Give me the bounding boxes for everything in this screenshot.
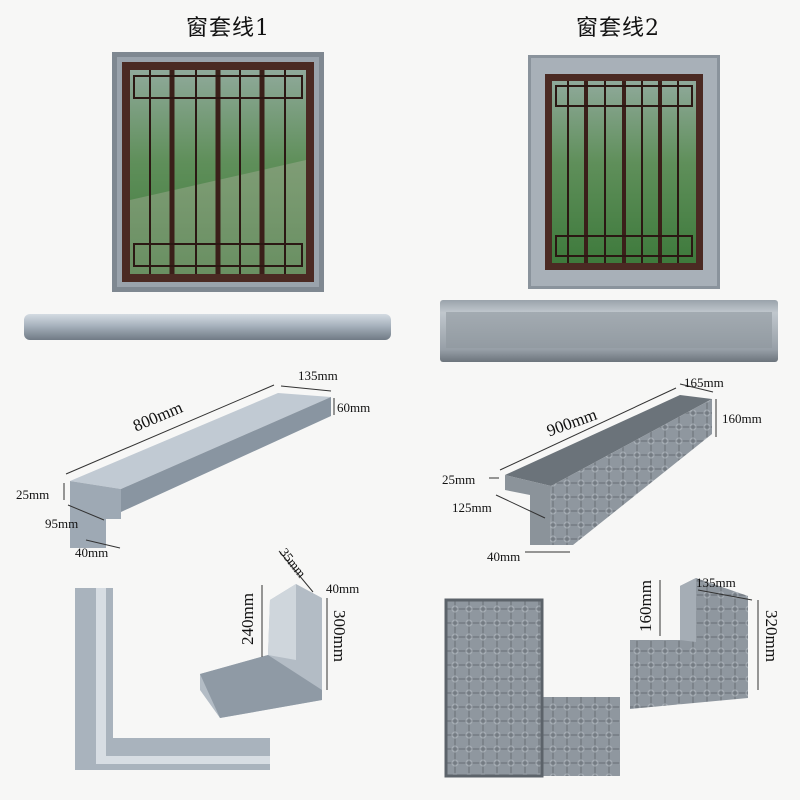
window-2-icon [528,55,720,289]
p1-height-label: 60mm [337,400,371,415]
corner-2-large-icon [444,598,620,778]
p2-corner-w-label: 135mm [696,575,736,590]
p1-corner-b-label: 40mm [326,581,360,596]
molding-2-perspective-icon [505,395,712,545]
corner-1-large-icon [75,588,270,770]
p1-corner-h1-label: 240mm [238,593,257,645]
corner-2-small-icon [630,578,748,709]
p1-corner-h2-label: 300mm [330,610,349,662]
p1-depth-label: 135mm [298,368,338,383]
title-left: 窗套线1 [186,16,270,41]
p2-corner-h1-label: 160mm [636,580,655,632]
molding-bar-1-icon [24,314,391,340]
p2-step-label: 125mm [452,500,492,515]
title-right: 窗套线2 [576,16,660,41]
p1-base-label: 40mm [75,545,109,560]
p1-step-label: 95mm [45,516,79,531]
p2-height-label: 160mm [722,411,762,426]
molding-bar-2-icon [440,300,778,362]
p2-lip-label: 25mm [442,472,476,487]
corner-1-small-icon [200,584,322,718]
p1-lip-label: 25mm [16,487,50,502]
p2-corner-h2-label: 320mm [762,610,781,662]
p2-base-label: 40mm [487,549,521,564]
molding-1-perspective-icon [70,393,331,548]
window-1-icon [112,52,324,292]
p2-depth-label: 165mm [684,375,724,390]
